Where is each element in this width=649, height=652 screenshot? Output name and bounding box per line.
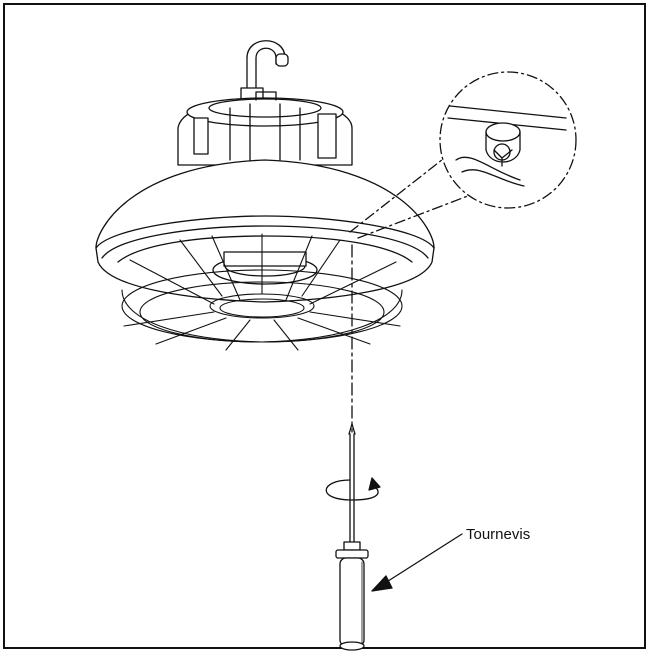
rotation-arrow [325, 477, 381, 501]
hanging-hook [240, 40, 289, 107]
label-leader [371, 533, 463, 592]
wire-guard [121, 233, 403, 351]
inset-detail [439, 71, 577, 209]
screwdriver [335, 423, 369, 651]
luminaire-body [95, 159, 435, 303]
screwdriver-label: Tournevis [466, 526, 531, 543]
top-housing [177, 91, 353, 166]
